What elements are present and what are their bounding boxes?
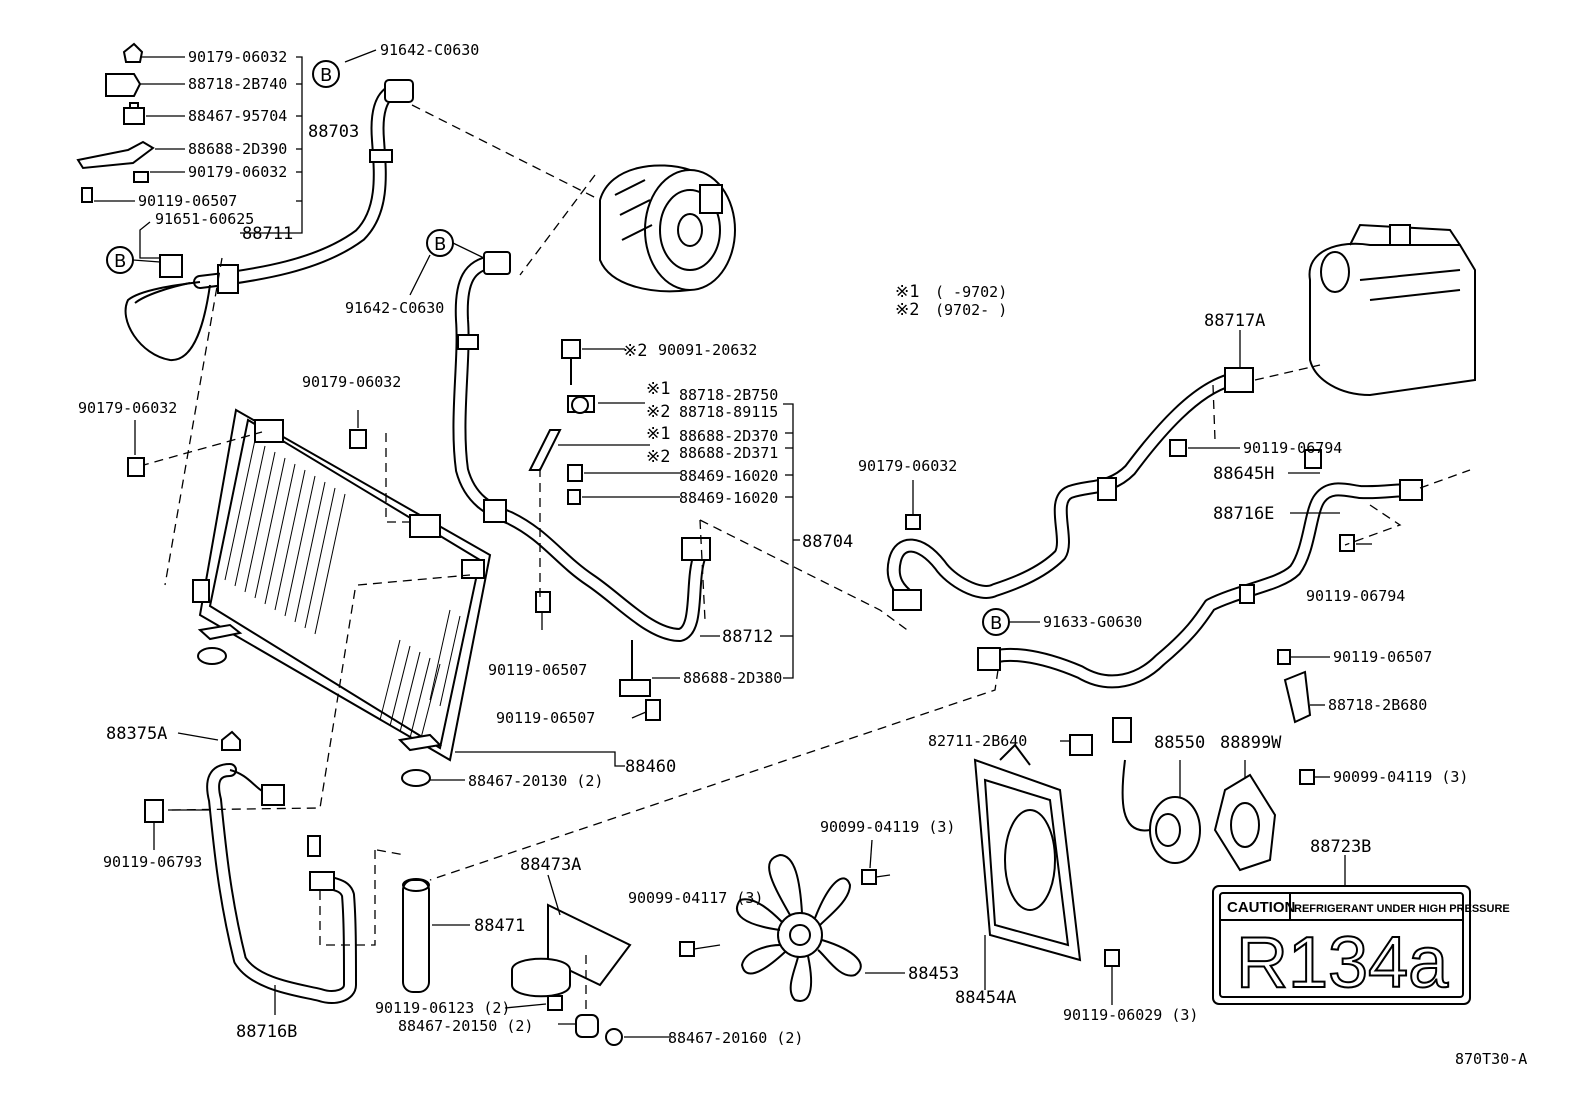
label-90119-06507-b: 90119-06507 (488, 661, 587, 679)
note-mark-2-c: ※2 (646, 447, 670, 467)
label-88723B: 88723B (1310, 837, 1371, 857)
label-88688-2D390: 88688-2D390 (188, 140, 287, 158)
label-90119-06123: 90119-06123 (2) (375, 999, 510, 1017)
label-91642-C0630-a: 91642-C0630 (380, 41, 479, 59)
caution-label-88723B: CAUTION REFRIGERANT UNDER HIGH PRESSURE … (1212, 855, 1510, 1005)
label-90119-06794-b: 90119-06794 (1306, 587, 1405, 605)
label-90119-06507-d: 90119-06507 (1333, 648, 1432, 666)
label-90119-06793: 90119-06793 (103, 853, 202, 871)
label-82711-2B640: 82711-2B640 (928, 732, 1027, 750)
note-2-mark: ※2 (895, 300, 919, 320)
label-90179-06032-b: 90179-06032 (188, 163, 287, 181)
label-88899W: 88899W (1220, 733, 1282, 753)
ref-circle-b-4: B (982, 608, 1010, 636)
refrigerant-type: R134a (1236, 923, 1449, 1003)
ref-circle-b-2: B (106, 246, 134, 274)
label-88471: 88471 (474, 916, 525, 936)
label-88711: 88711 (242, 224, 293, 244)
evaporator-unit (1308, 223, 1476, 397)
caution-word: CAUTION (1227, 899, 1295, 916)
receiver-dryer-88471 (402, 874, 670, 1046)
label-88454A: 88454A (955, 988, 1016, 1008)
note-mark-2-b: ※2 (646, 402, 670, 422)
condenser-88460 (192, 408, 492, 787)
label-90099-04117: 90099-04117 (3) (628, 889, 763, 907)
discharge-hose-88711 (124, 79, 414, 362)
label-90119-06029: 90119-06029 (3) (1063, 1006, 1198, 1024)
label-90119-06794-a: 90119-06794 (1243, 439, 1342, 457)
label-91642-C0630-b: 91642-C0630 (345, 299, 444, 317)
label-91651-60625: 91651-60625 (155, 210, 254, 228)
label-88469-16020-b: 88469-16020 (679, 489, 778, 507)
fan-motor-88550 (1060, 717, 1201, 864)
label-88645H: 88645H (1213, 464, 1274, 484)
label-90091-20632: 90091-20632 (658, 341, 757, 359)
note-mark-2-a: ※2 (623, 341, 647, 361)
suction-pipe-88717A (886, 367, 1322, 611)
compressor (599, 164, 736, 293)
label-88718-2B740: 88718-2B740 (188, 75, 287, 93)
ref-circle-b-3: B (426, 229, 454, 257)
svg-text:B: B (990, 613, 1002, 634)
note-1-mark: ※1 (895, 282, 919, 302)
label-90119-06507-a: 90119-06507 (138, 192, 237, 210)
label-90119-06507-c: 90119-06507 (496, 709, 595, 727)
label-90099-04119-a: 90099-04119 (3) (820, 818, 955, 836)
part-number-labels: 90179-06032 88718-2B740 88467-95704 8868… (78, 41, 1527, 1068)
motor-bracket-88899W (1213, 760, 1315, 872)
caution-warning: REFRIGERANT UNDER HIGH PRESSURE (1294, 903, 1510, 915)
note-2-range: (9702- ) (935, 301, 1007, 319)
label-88375A: 88375A (106, 724, 167, 744)
label-88716B: 88716B (236, 1022, 297, 1042)
label-90179-06032-a: 90179-06032 (188, 48, 287, 66)
liquid-pipe-88716B (144, 763, 357, 1015)
small-parts-88704 (528, 339, 661, 721)
note-1-range: ( -9702) (935, 283, 1007, 301)
label-88716E: 88716E (1213, 504, 1274, 524)
label-88712: 88712 (722, 627, 773, 647)
suction-hose-88712 (452, 251, 711, 642)
label-88718-2B680: 88718-2B680 (1328, 696, 1427, 714)
label-88467-95704: 88467-95704 (188, 107, 287, 125)
fan-shroud-88454A (973, 743, 1120, 1005)
label-88717A: 88717A (1204, 311, 1265, 331)
label-88467-20130: 88467-20130 (2) (468, 772, 603, 790)
leader-lines-right (905, 330, 1372, 778)
svg-text:B: B (434, 234, 446, 255)
label-88688-2D371: 88688-2D371 (679, 444, 778, 462)
label-88704: 88704 (802, 532, 853, 552)
fan-88453 (679, 853, 905, 1002)
label-88550: 88550 (1154, 733, 1205, 753)
label-88688-2D370: 88688-2D370 (679, 427, 778, 445)
label-88467-20160: 88467-20160 (2) (668, 1029, 803, 1047)
note-mark-1-b: ※1 (646, 424, 670, 444)
label-91633-G0630: 91633-G0630 (1043, 613, 1142, 631)
note-mark-1-a: ※1 (646, 379, 670, 399)
svg-text:B: B (114, 251, 126, 272)
svg-text:B: B (320, 65, 332, 86)
leader-lines-88704 (541, 348, 800, 679)
label-88718-2B750: 88718-2B750 (679, 386, 778, 404)
figure-code: 870T30-A (1455, 1050, 1527, 1068)
leader-lines-top-left (94, 49, 377, 259)
label-88453: 88453 (908, 964, 959, 984)
label-88460: 88460 (625, 757, 676, 777)
label-90179-06032-d: 90179-06032 (78, 399, 177, 417)
dashed-reference-lines (139, 104, 1471, 1012)
label-90179-06032-e: 90179-06032 (858, 457, 957, 475)
small-clamp-parts-top-left (76, 42, 155, 203)
label-88688-2D380: 88688-2D380 (683, 669, 782, 687)
label-88718-89115: 88718-89115 (679, 403, 778, 421)
label-88703: 88703 (308, 122, 359, 142)
label-90099-04119-b: 90099-04119 (3) (1333, 768, 1468, 786)
liquid-pipe-88716E (977, 479, 1423, 724)
label-88473A: 88473A (520, 855, 581, 875)
label-88467-20150: 88467-20150 (2) (398, 1017, 533, 1035)
ref-circle-b-1: B (312, 60, 340, 88)
label-88469-16020-a: 88469-16020 (679, 467, 778, 485)
label-90179-06032-c: 90179-06032 (302, 373, 401, 391)
